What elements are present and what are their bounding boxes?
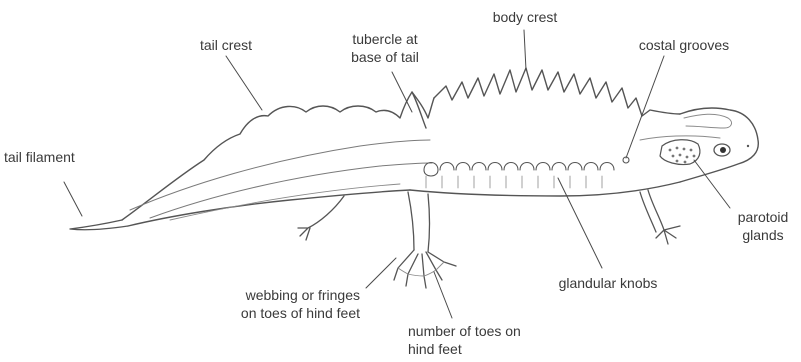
label-number-of-toes: number of toes on hind feet	[408, 322, 578, 358]
leader-parotoid	[694, 160, 730, 208]
label-webbing-line-1: webbing or fringes	[170, 286, 360, 304]
glandular-knobs-row	[424, 157, 629, 188]
label-tubercle: tubercle at base of tail	[330, 30, 440, 66]
tail-inner-line-2	[150, 163, 432, 218]
label-tubercle-line-1: tubercle at	[330, 30, 440, 48]
body-crest-outline	[434, 68, 680, 116]
label-tail-filament: tail filament	[4, 148, 114, 166]
leader-glandular-knobs	[558, 178, 602, 268]
leader-number-of-toes	[434, 272, 452, 318]
leader-tail-filament	[64, 182, 82, 216]
label-body-crest: body crest	[470, 8, 580, 26]
tail-inner-line-3	[170, 184, 400, 220]
label-parotoid-line-2: glands	[728, 226, 798, 244]
leader-tubercle	[392, 72, 412, 112]
head-marking-upper	[684, 114, 731, 128]
nostril	[747, 145, 749, 147]
leader-costal-grooves	[626, 56, 664, 158]
parotoid-gland-dots	[669, 147, 696, 164]
hind-foot-outline	[394, 250, 456, 288]
label-number-of-toes-line-1: number of toes on	[408, 322, 578, 340]
eye-pupil	[720, 147, 726, 153]
label-number-of-toes-line-2: hind feet	[408, 340, 578, 358]
tubercle-outline	[412, 92, 434, 118]
label-parotoid-line-1: parotoid	[728, 208, 798, 226]
tail-inner-line-1	[130, 140, 430, 210]
hind-leg-far-outline	[298, 196, 344, 240]
label-parotoid-glands: parotoid glands	[728, 208, 798, 244]
tail-lower-outline	[128, 190, 410, 226]
parotoid-gland-outline	[660, 140, 700, 165]
leader-tail-crest	[226, 56, 262, 110]
label-glandular-knobs: glandular knobs	[538, 274, 678, 292]
label-tail-crest: tail crest	[176, 36, 276, 54]
label-tubercle-line-2: base of tail	[330, 48, 440, 66]
tail-crest-outline	[122, 92, 426, 220]
leader-webbing	[366, 258, 396, 288]
front-leg-outline	[640, 190, 680, 244]
hind-leg-outline	[408, 192, 430, 252]
label-webbing: webbing or fringes on toes of hind feet	[170, 286, 360, 322]
label-webbing-line-2: on toes of hind feet	[170, 304, 360, 322]
label-costal-grooves: costal grooves	[614, 36, 754, 54]
hind-foot-webbing	[398, 262, 444, 276]
leader-body-crest	[524, 30, 526, 70]
tail-filament-outline	[70, 220, 128, 230]
belly-outline	[410, 182, 680, 196]
